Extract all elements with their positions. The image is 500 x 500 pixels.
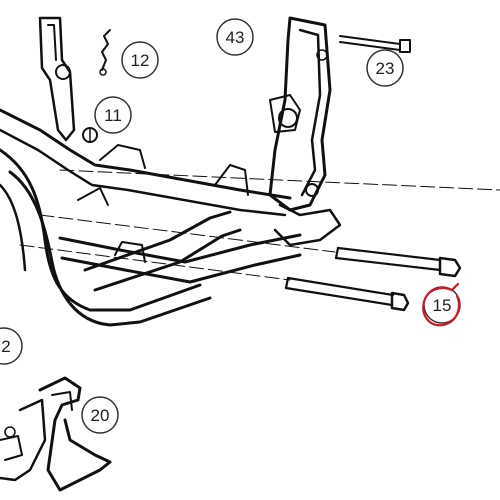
callout-11: 11 — [94, 96, 132, 134]
callout-label: 11 — [104, 106, 122, 125]
callout-43: 43 — [216, 18, 254, 56]
callout-ring — [0, 327, 23, 365]
callout-23: 23 — [366, 49, 404, 87]
callout-label: 20 — [91, 406, 110, 425]
callout-label: 12 — [131, 51, 150, 70]
frame-drawing — [0, 16, 500, 492]
highlight-circle — [422, 282, 461, 327]
callout-15: 15 — [422, 282, 461, 327]
callout-label: 43 — [226, 28, 245, 47]
callout-label: 15 — [433, 296, 452, 315]
callout-ring — [81, 396, 119, 434]
callout-label: 23 — [376, 59, 395, 78]
callout-ring — [216, 18, 254, 56]
callout-ring — [121, 41, 159, 79]
callout-ring — [94, 96, 132, 134]
callout-ring — [366, 49, 404, 87]
callout-2: 2 — [0, 327, 23, 365]
callout-20: 20 — [81, 396, 119, 434]
callout-label: 2 — [1, 337, 10, 356]
callout-12: 12 — [121, 41, 159, 79]
